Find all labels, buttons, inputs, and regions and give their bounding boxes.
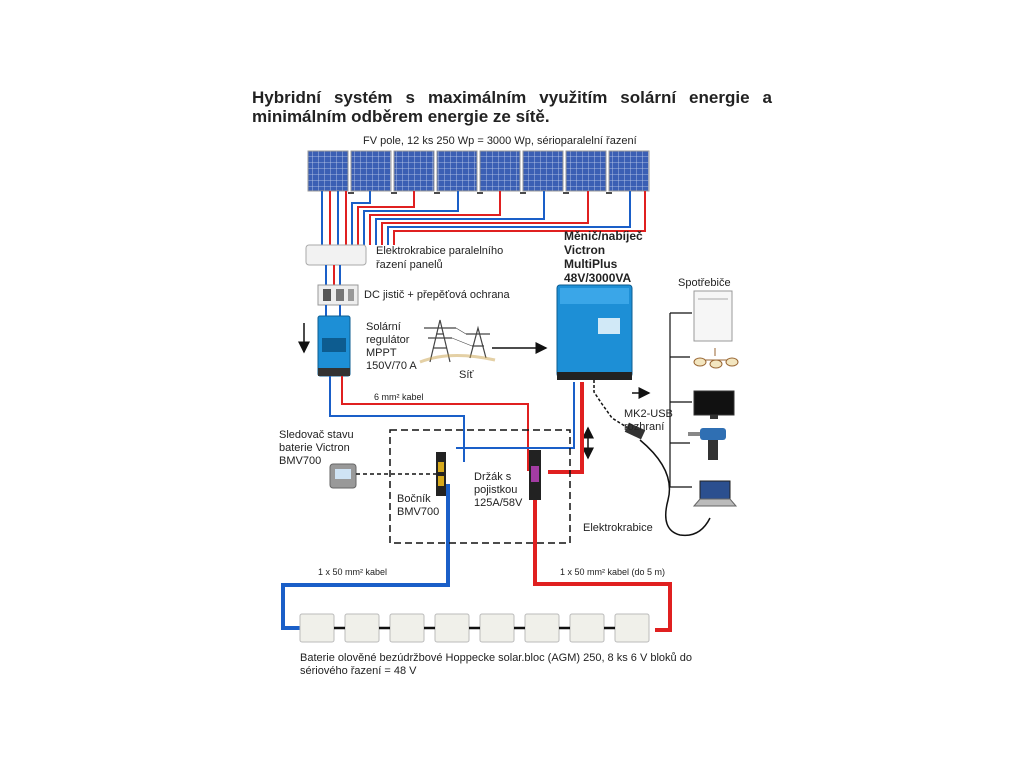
mk2-label-line2: rozhraní — [624, 421, 665, 433]
pv-array-label: FV pole, 12 ks 250 Wp = 3000 Wp, sériopa… — [363, 135, 637, 147]
electrical-box — [389, 429, 571, 544]
grid-pylon-icon — [419, 319, 496, 364]
mppt-label-line2: regulátor — [366, 334, 410, 346]
battery-monitor-bmv700 — [329, 463, 357, 489]
pv-array — [307, 150, 650, 192]
mppt-label-line3: MPPT — [366, 347, 397, 359]
fuse-label-line1: Držák s — [474, 471, 512, 483]
shunt-bmv700 — [436, 452, 446, 496]
cable-50mm-left-label: 1 x 50 mm² kabel — [318, 567, 388, 577]
monitor-label-line2: baterie Victron — [279, 442, 350, 454]
chandelier-icon — [693, 348, 739, 369]
inverter-label-line2: Victron — [564, 243, 606, 257]
fridge-icon — [693, 290, 733, 342]
pv-wiring — [321, 191, 646, 245]
shunt-label-line2: BMV700 — [397, 506, 440, 518]
mppt-label-line4: 150V/70 A — [366, 360, 417, 372]
diagram-title: Hybridní systém s maximálním využitím so… — [252, 88, 772, 126]
inverter-multiplus — [556, 284, 633, 380]
junction-box — [305, 244, 367, 266]
fuse-holder — [529, 450, 541, 500]
laptop-icon — [692, 480, 738, 507]
shunt-label-line1: Bočník — [397, 493, 431, 505]
mk2-label-line1: MK2-USB — [624, 408, 673, 420]
electrical-box-label: Elektrokrabice — [583, 522, 653, 534]
junction-box-label-line1: Elektrokrabice paralelního — [376, 245, 504, 257]
junction-box-label-line2: řazení panelů — [376, 259, 443, 271]
tv-icon — [693, 390, 735, 419]
mk2-usb-icon — [624, 422, 646, 440]
cable-50mm-right-label: 1 x 50 mm² kabel (do 5 m) — [560, 567, 666, 577]
inverter-label-line3: MultiPlus — [564, 257, 618, 271]
drill-icon — [688, 428, 726, 460]
dc-breaker-label: DC jistič + přepěťová ochrana — [364, 289, 510, 301]
consumers-label: Spotřebiče — [678, 277, 731, 289]
mppt-label-line1: Solární — [366, 321, 401, 333]
dc-breaker — [317, 284, 359, 306]
negative-cables — [281, 376, 575, 630]
fuse-label-line3: 125A/58V — [474, 497, 523, 509]
grid-label: Síť — [459, 369, 474, 381]
monitor-label-line1: Sledovač stavu — [279, 429, 354, 441]
battery-bank — [299, 613, 650, 643]
battery-label-line1: Baterie olověné bezúdržbové Hoppecke sol… — [300, 652, 692, 664]
inverter-label-line1: Měnič/nabíječ — [564, 229, 643, 243]
mppt-controller — [317, 315, 351, 377]
fuse-label-line2: pojistkou — [474, 484, 518, 496]
cable-6mm-label: 6 mm² kabel — [374, 392, 424, 402]
monitor-label-line3: BMV700 — [279, 455, 322, 467]
inverter-label-line4: 48V/3000VA — [564, 271, 632, 285]
battery-label-line2: sériového řazení = 48 V — [300, 665, 417, 677]
